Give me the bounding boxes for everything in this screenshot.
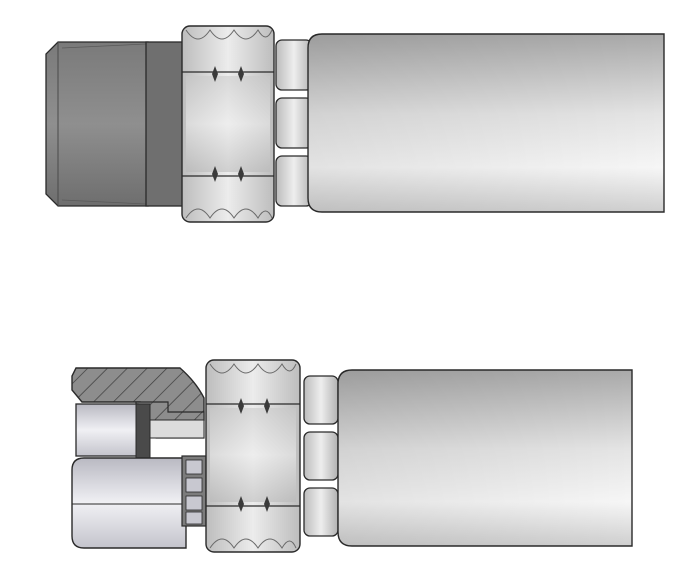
collar-ribs bbox=[275, 39, 313, 207]
female-swivel-fitting bbox=[71, 359, 633, 553]
swivel-thread-ring bbox=[181, 455, 207, 527]
male-pipe-thread-fitting bbox=[45, 25, 665, 223]
swivel-nut-section bbox=[71, 367, 205, 421]
thread-taper-line bbox=[61, 43, 147, 49]
thread-taper-line bbox=[61, 199, 147, 205]
seal-gap bbox=[135, 403, 151, 459]
crimp-marks bbox=[238, 398, 270, 512]
hex-flat-highlight bbox=[210, 408, 296, 502]
crimp-sleeve bbox=[307, 33, 665, 213]
female-tube-lower bbox=[71, 457, 187, 549]
hex-nut-lower bbox=[205, 359, 301, 553]
collar-ribs-lower bbox=[303, 375, 339, 537]
inner-seat bbox=[147, 419, 205, 439]
hex-nut bbox=[181, 25, 275, 223]
crimp-sleeve-lower bbox=[337, 369, 633, 547]
male-thread bbox=[45, 41, 149, 207]
thread-shoulder bbox=[145, 41, 185, 207]
crimp-marks bbox=[212, 66, 244, 182]
hex-flat-highlight bbox=[186, 76, 270, 172]
female-bore-upper bbox=[75, 403, 139, 457]
